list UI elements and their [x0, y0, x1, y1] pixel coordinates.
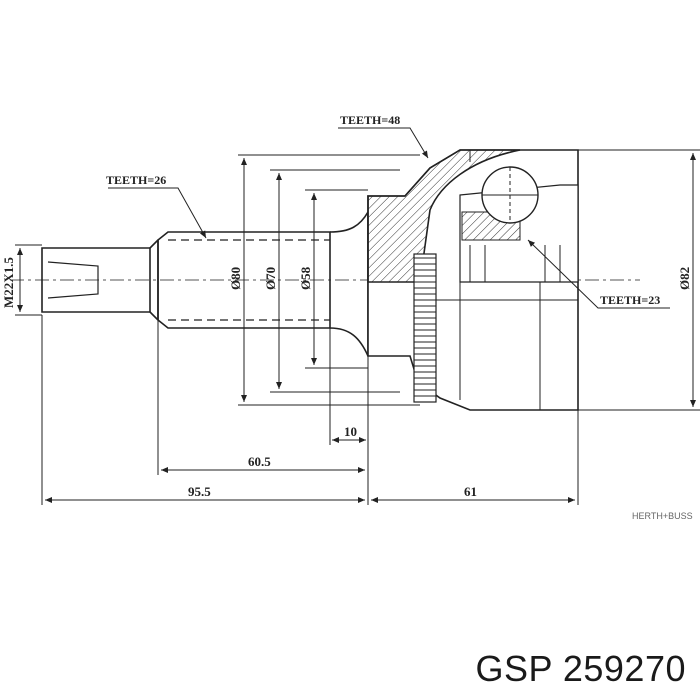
label-len-10: 10	[344, 424, 357, 439]
label-teeth-inner: TEETH=23	[600, 293, 660, 307]
watermark: HERTH+BUSS	[632, 511, 693, 521]
part-number-caption: GSP 259270	[475, 648, 686, 689]
shaft-neck	[329, 211, 369, 357]
label-dia-58: Ø58	[298, 266, 313, 290]
label-dia-82: Ø82	[677, 267, 692, 290]
label-dia-80: Ø80	[228, 267, 243, 290]
label-len-95-5: 95.5	[188, 484, 211, 499]
label-len-61: 61	[464, 484, 477, 499]
label-thread: M22X1.5	[1, 257, 16, 308]
label-teeth-shaft: TEETH=26	[106, 173, 166, 187]
label-dia-70: Ø70	[263, 267, 278, 290]
abs-tone-ring	[413, 253, 437, 403]
bell-housing	[367, 149, 579, 411]
label-len-60-5: 60.5	[248, 454, 271, 469]
leader-lines	[108, 127, 670, 309]
label-teeth-outer: TEETH=48	[340, 113, 400, 127]
dimension-lines	[15, 149, 700, 505]
threaded-stub	[41, 239, 159, 321]
abs-ring-teeth	[414, 257, 436, 397]
